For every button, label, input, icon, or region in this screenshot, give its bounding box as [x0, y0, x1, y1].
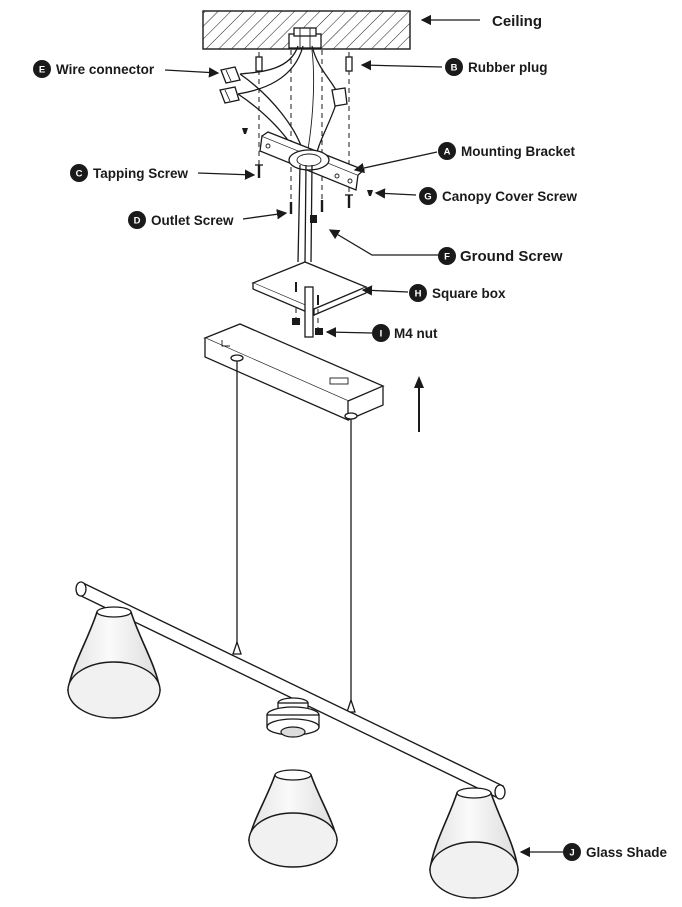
suspension-cable-right — [346, 419, 356, 713]
label-canopy-cover-screw-text: Canopy Cover Screw — [442, 189, 578, 204]
label-glass-shade: J Glass Shade — [563, 843, 668, 861]
label-m4-nut-text: M4 nut — [394, 326, 438, 341]
tapping-screw-right — [345, 194, 353, 208]
label-square-box-text: Square box — [432, 286, 506, 301]
wire-connector-right — [331, 87, 348, 107]
label-mounting-bracket: A Mounting Bracket — [438, 142, 576, 160]
badge-e — [33, 60, 51, 78]
arrow-up-icon — [414, 376, 424, 432]
center-socket — [266, 697, 320, 738]
glass-shade-right — [429, 787, 519, 899]
label-m4-nut: I M4 nut — [372, 324, 438, 342]
canopy-cover-screw-right — [367, 190, 373, 196]
badge-c-text: C — [76, 169, 83, 180]
label-tapping-screw: C Tapping Screw — [70, 164, 189, 182]
badge-h — [409, 284, 427, 302]
rubber-plug-left — [255, 56, 263, 72]
label-ground-screw-text: Ground Screw — [460, 248, 563, 265]
label-tapping-screw-text: Tapping Screw — [93, 166, 189, 181]
label-ground-screw: F Ground Screw — [438, 247, 563, 265]
suspension-cable-left — [232, 361, 242, 655]
badge-c — [70, 164, 88, 182]
label-glass-shade-text: Glass Shade — [586, 845, 668, 860]
label-rubber-plug: B Rubber plug — [445, 58, 548, 76]
glass-shade-left — [67, 606, 161, 719]
label-ceiling-text: Ceiling — [492, 13, 542, 30]
square-box — [251, 261, 368, 338]
badge-h-text: H — [415, 289, 422, 300]
badge-b-text: B — [451, 63, 458, 74]
canopy-cover-screw-left — [242, 128, 248, 134]
label-outlet-screw-text: Outlet Screw — [151, 213, 234, 228]
badge-a-text: A — [444, 147, 451, 158]
badge-e-text: E — [39, 65, 45, 76]
label-wire-connector: E Wire connector — [33, 60, 155, 78]
ceiling-junction-hub — [288, 27, 322, 49]
square-box-screws — [295, 282, 319, 305]
wire-connector-upper — [220, 66, 241, 84]
leader-lines — [164, 14, 563, 858]
badge-j-text: J — [569, 848, 574, 859]
badge-d-text: D — [134, 216, 141, 227]
fixture-bar — [75, 581, 506, 800]
label-ceiling: Ceiling — [492, 13, 542, 30]
wire-connector-lower — [219, 86, 240, 104]
center-wire-bundle — [297, 164, 313, 263]
badge-g — [419, 187, 437, 205]
label-rubber-plug-text: Rubber plug — [468, 60, 548, 75]
label-canopy-cover-screw: G Canopy Cover Screw — [419, 187, 578, 205]
label-square-box: H Square box — [409, 284, 506, 302]
m4-nut-left — [292, 318, 300, 325]
badge-a — [438, 142, 456, 160]
badge-i-text: I — [380, 329, 383, 340]
badge-d — [128, 211, 146, 229]
badge-j — [563, 843, 581, 861]
badge-b — [445, 58, 463, 76]
badge-g-text: G — [424, 192, 431, 203]
label-mounting-bracket-text: Mounting Bracket — [461, 144, 576, 159]
ground-screw — [310, 215, 317, 223]
badge-f — [438, 247, 456, 265]
label-outlet-screw: D Outlet Screw — [128, 211, 234, 229]
badge-f-text: F — [444, 252, 450, 263]
tapping-screw-left — [255, 164, 263, 178]
glass-shade-center — [248, 769, 338, 868]
label-wire-connector-text: Wire connector — [56, 62, 155, 77]
m4-nut-right — [315, 328, 323, 335]
mounting-bracket — [259, 131, 366, 191]
canopy-plate — [203, 323, 385, 421]
rubber-plug-right — [345, 56, 353, 72]
badge-i — [372, 324, 390, 342]
